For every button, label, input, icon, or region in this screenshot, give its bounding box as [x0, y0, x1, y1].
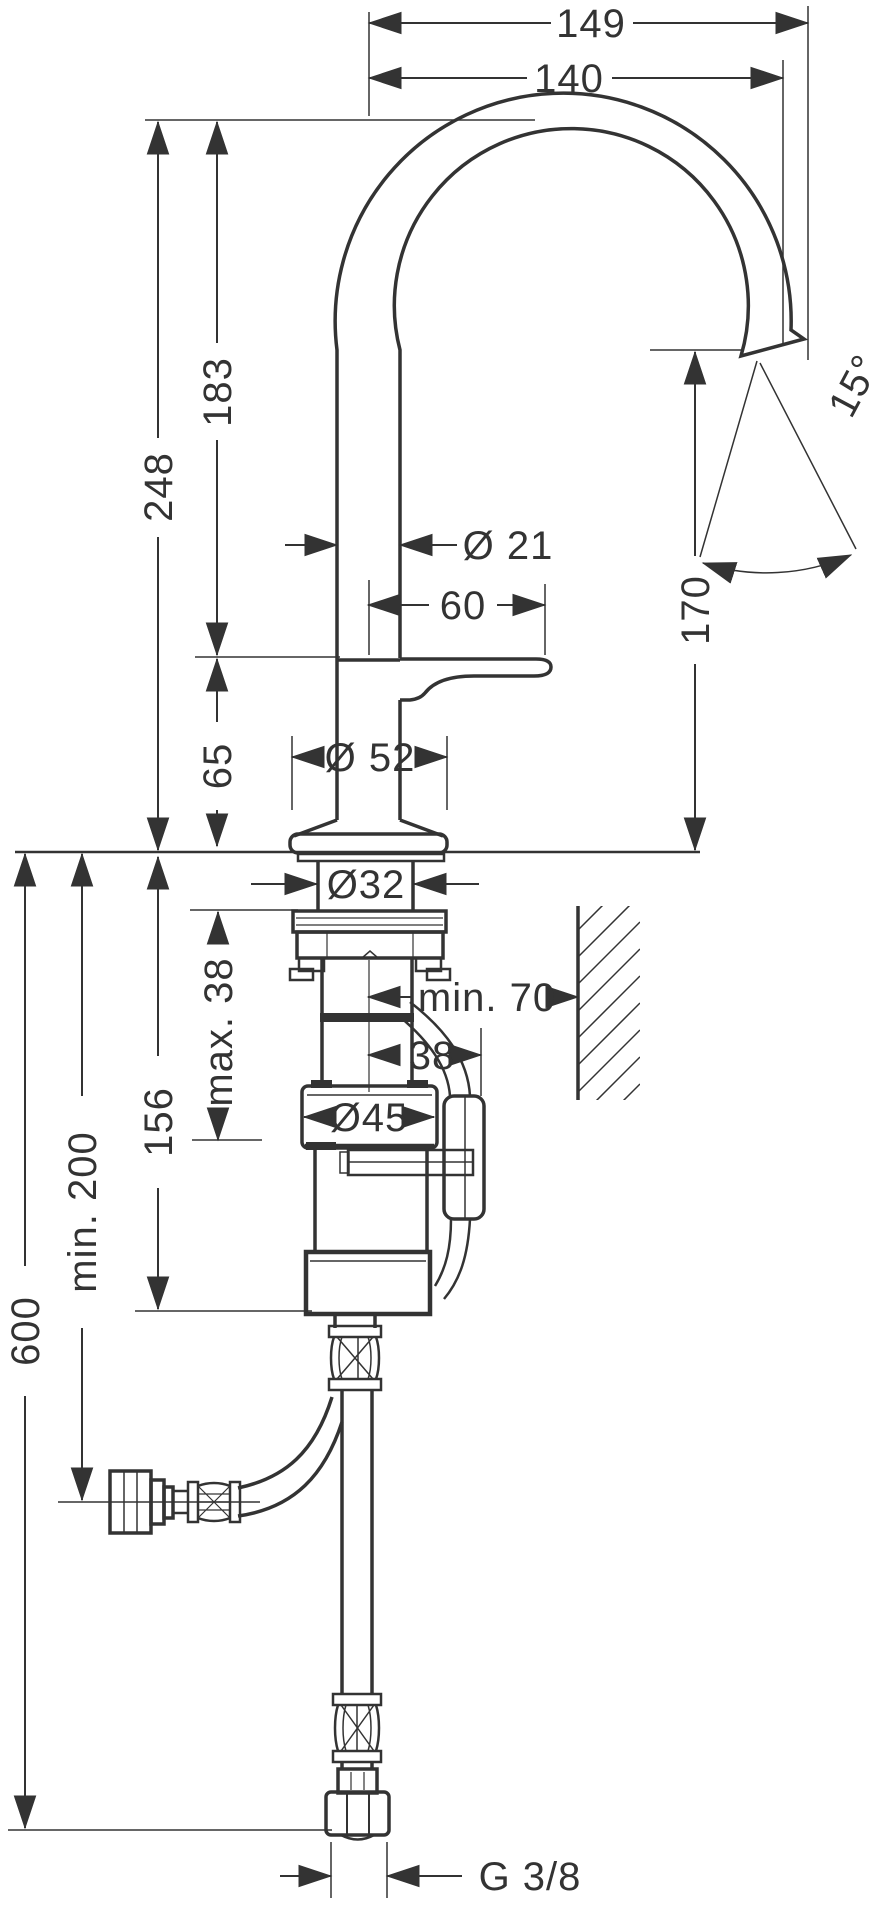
dim-base-diameter: Ø 52: [290, 736, 449, 780]
cable-block: [442, 1094, 486, 1221]
dim-600-label: 600: [4, 1296, 48, 1366]
dim-deck-thickness: max. 38: [197, 910, 241, 1142]
dim-spout-diameter: Ø 21: [285, 524, 554, 568]
dim-38: 38: [366, 1034, 483, 1078]
faucet-handle: [337, 657, 553, 702]
dim-under-dia-label: Ø45: [330, 1096, 409, 1140]
dim-60: 60: [366, 584, 547, 628]
dim-38-label: 38: [409, 1034, 456, 1078]
dim-undercounter-diameter: Ø45: [302, 1096, 436, 1140]
dim-65: 65: [196, 657, 240, 848]
supply-hoses: [108, 1314, 391, 1841]
dim-248-label: 248: [137, 452, 181, 522]
dim-angle-label: 15°: [820, 348, 886, 425]
dim-shaft-dia-label: Ø32: [327, 863, 406, 907]
base-flange: [288, 832, 449, 855]
dim-hose-min-label: min. 200: [61, 1131, 105, 1292]
wall-hatching: [578, 906, 640, 1100]
side-cable: [398, 1001, 486, 1300]
dim-149: 149: [367, 2, 810, 46]
extension-lines: [8, 6, 809, 1898]
valve-lower-housing: [303, 1249, 433, 1317]
dim-140-label: 140: [534, 57, 604, 101]
dim-248: 248: [137, 120, 181, 852]
dim-base-dia-label: Ø 52: [325, 736, 416, 780]
wall-section: [576, 906, 640, 1100]
dim-spout-dia-label: Ø 21: [463, 524, 554, 568]
faucet-spout: [333, 91, 809, 658]
dim-angle-15: 15°: [699, 348, 886, 584]
dim-shaft-diameter: Ø32: [251, 863, 479, 907]
dim-60-label: 60: [440, 584, 487, 628]
dim-65-label: 65: [196, 743, 240, 790]
dim-183: 183: [196, 120, 240, 657]
dim-170: 170: [674, 350, 718, 852]
dim-140: 140: [367, 57, 785, 101]
dim-thread: G 3/8: [280, 1855, 582, 1899]
undercounter-valve-body: [300, 1080, 475, 1317]
dim-hose-length: 600: [4, 852, 48, 1830]
dim-156: 156: [137, 855, 181, 1311]
dim-hose-connector-height: min. 200: [61, 852, 105, 1502]
dim-183-label: 183: [196, 357, 240, 427]
bottom-hose-connector: [324, 1790, 391, 1841]
dim-156-label: 156: [137, 1087, 181, 1157]
dim-wall-min-label: min. 70: [418, 976, 556, 1020]
clamp-nut: [295, 930, 445, 960]
dim-170-label: 170: [674, 575, 718, 645]
dim-wall-clearance: min. 70: [366, 976, 580, 1020]
dim-thread-label: G 3/8: [479, 1855, 582, 1899]
dim-deck-max-label: max. 38: [197, 957, 241, 1106]
clamp-washer: [291, 909, 448, 934]
dim-149-label: 149: [556, 2, 626, 46]
